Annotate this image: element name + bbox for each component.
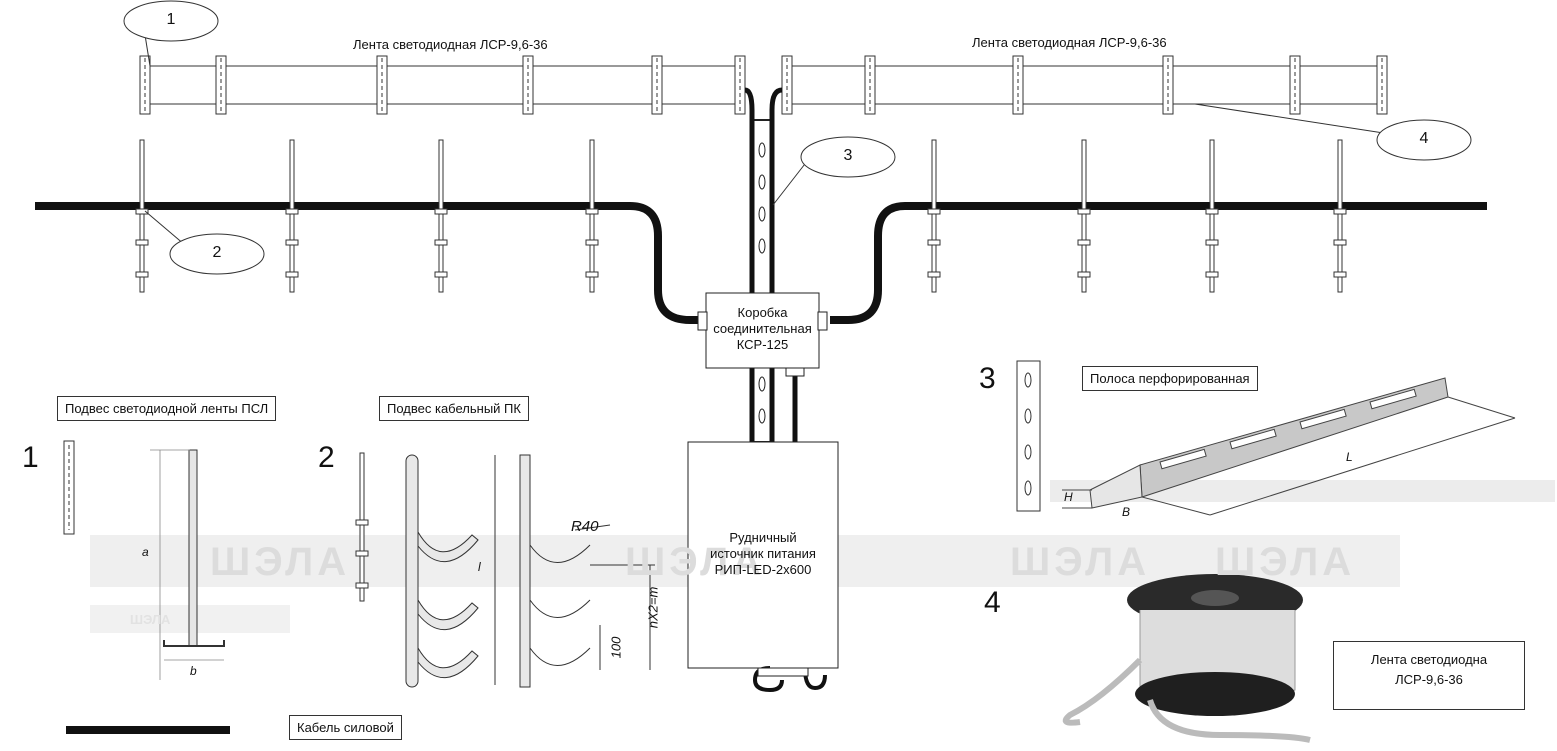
legend-cable-label: Кабель силовой: [289, 715, 402, 740]
dim-H: H: [1064, 490, 1073, 504]
cable-hanger-hooks: [135, 208, 1347, 278]
legend-cable-line: [66, 726, 230, 734]
callout-ellipses: [123, 0, 1472, 275]
power-supply-label: Рудничный источник питания РИП-LED-2х600: [688, 530, 838, 578]
legend-4-label-line-1: Лента светодиодна: [1370, 652, 1488, 667]
junction-box-line-1: Коробка: [737, 305, 788, 320]
legend-4-label: Лента светодиодна ЛСР-9,6-36: [1333, 641, 1525, 710]
power-supply: [687, 441, 839, 693]
legend-4-number: 4: [984, 586, 1001, 619]
legend-1-label: Подвес светодиодной ленты ПСЛ: [57, 396, 277, 421]
legend-2-number: 2: [318, 441, 335, 474]
led-strip-left: [140, 65, 745, 105]
legend-3-number: 3: [979, 362, 996, 395]
legend-cable-hanger-icon: [355, 452, 369, 602]
strip-hangers: [139, 55, 1388, 115]
legend-perforated-drawing: [1062, 377, 1516, 516]
junction-box: [697, 292, 828, 377]
junction-box-label: Коробка соединительная КСР-125: [706, 305, 819, 353]
watermark-text: ШЭЛА: [625, 540, 766, 584]
callout-2: 2: [212, 244, 222, 261]
callout-1: 1: [166, 11, 176, 28]
watermark-text: ШЭЛА: [1215, 540, 1356, 584]
strip-hanger-dashes: [144, 58, 1383, 112]
legend-cable-hanger-drawing: [405, 454, 655, 688]
watermark-small-text: ШЭЛА: [130, 612, 171, 627]
junction-box-line-3: КСР-125: [736, 337, 789, 352]
callout-4: 4: [1419, 130, 1429, 147]
dim-a: a: [142, 545, 149, 559]
legend-strip-hanger-icon: [63, 440, 75, 535]
dim-b: b: [190, 664, 197, 678]
power-supply-line-2: источник питания: [710, 546, 816, 561]
dim-B: B: [1122, 505, 1131, 519]
legend-4-label-line-2: ЛСР-9,6-36: [1395, 672, 1463, 687]
callout-3: 3: [843, 147, 853, 164]
power-cable: [35, 202, 1487, 324]
dim-L: L: [1346, 450, 1353, 464]
legend-strip-hanger-drawing: [150, 449, 225, 680]
strip-feed-cables: [744, 87, 798, 442]
junction-box-line-2: соединительная: [713, 321, 812, 336]
watermark-text: ШЭЛА: [1010, 540, 1151, 584]
cable-hangers: [139, 139, 1343, 293]
watermark-text: ШЭЛА: [210, 540, 351, 584]
dim-nx2: nX2=m: [645, 586, 661, 629]
legend-2-label: Подвес кабельный ПК: [379, 396, 529, 421]
power-supply-line-1: Рудничный: [729, 530, 797, 545]
legend-3-label: Полоса перфорированная: [1082, 366, 1258, 391]
dim-100: 100: [608, 636, 624, 659]
dim-l: l: [478, 560, 481, 574]
dim-r40: R40: [571, 518, 599, 535]
legend-1-number: 1: [22, 441, 39, 474]
legend-perforated-icon: [1016, 360, 1041, 512]
legend-led-reel-image: [1062, 574, 1311, 743]
power-supply-line-3: РИП-LED-2х600: [714, 562, 812, 577]
strip-label-left: Лента светодиодная ЛСР-9,6-36: [353, 37, 548, 52]
led-strip-right: [782, 65, 1385, 105]
strip-label-right: Лента светодиодная ЛСР-9,6-36: [972, 35, 1167, 50]
